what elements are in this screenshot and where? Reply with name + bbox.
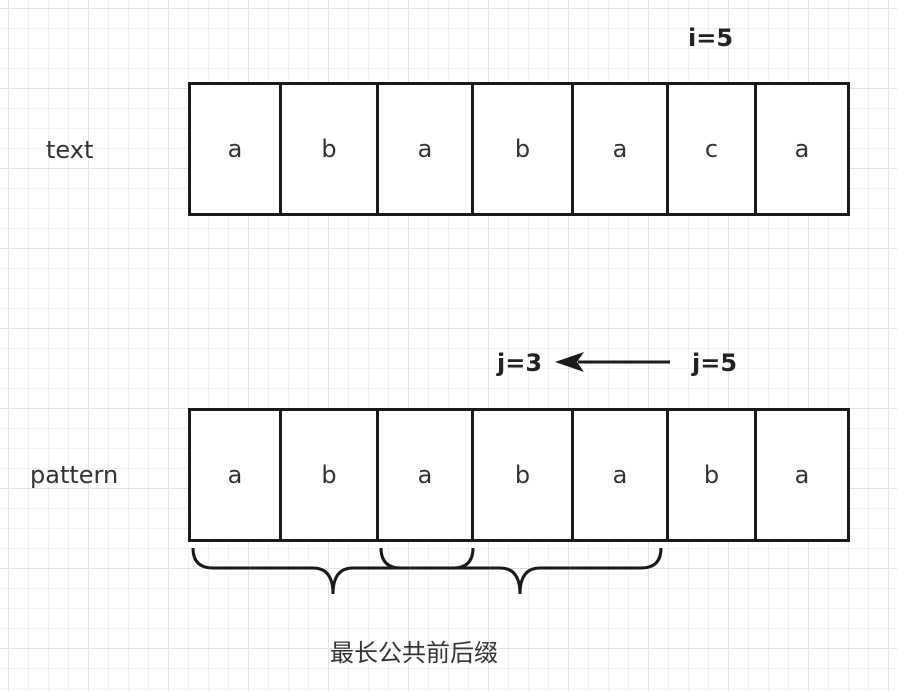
j-new-label: j=3 — [497, 349, 543, 377]
suffix-brace — [379, 547, 663, 595]
text-cell: a — [376, 85, 471, 213]
pattern-cell: a — [227, 461, 243, 489]
text-cell: a — [571, 85, 666, 213]
pattern-cell: b — [471, 411, 571, 539]
text-cell: a — [227, 135, 243, 163]
left-arrow-icon — [555, 352, 670, 372]
text-cell: b — [279, 85, 376, 213]
text-cell: a — [754, 85, 847, 213]
prefix-brace — [191, 547, 475, 595]
pattern-cell: b — [279, 411, 376, 539]
text-cell: c — [666, 85, 754, 213]
pattern-cell: b — [666, 411, 754, 539]
pattern-cell: a — [754, 411, 847, 539]
caption: 最长公共前后缀 — [330, 639, 498, 667]
pattern-row-label: pattern — [30, 461, 119, 489]
text-row-label: text — [46, 136, 94, 164]
pattern-strip: a b a b a b a — [188, 408, 850, 542]
j-old-label: j=5 — [692, 349, 738, 377]
text-cell: b — [471, 85, 571, 213]
i-pointer-label: i=5 — [688, 24, 734, 52]
text-strip: a b a b a c a — [188, 82, 850, 216]
pattern-cell: a — [376, 411, 471, 539]
pattern-cell: a — [571, 411, 666, 539]
